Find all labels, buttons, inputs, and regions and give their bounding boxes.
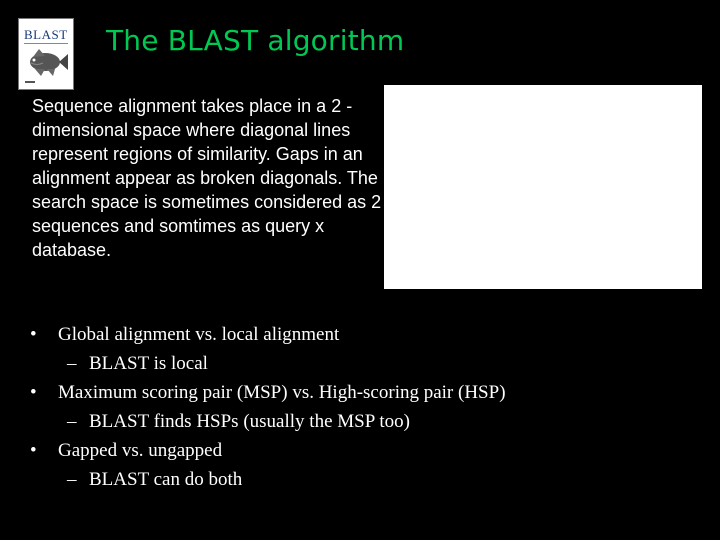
- bullet-marker: •: [30, 382, 37, 403]
- fish-icon: [30, 49, 68, 76]
- sub-bullet-marker: –: [67, 469, 77, 490]
- logo-text: BLAST: [24, 27, 68, 42]
- bullet-item: • Global alignment vs. local alignment: [30, 320, 700, 349]
- bullet-marker: •: [30, 440, 37, 461]
- bullet-text: Global alignment vs. local alignment: [58, 324, 340, 345]
- logo-rule: [24, 43, 68, 44]
- sub-bullet-item: – BLAST is local: [30, 349, 700, 378]
- sub-bullet-item: – BLAST can do both: [30, 465, 700, 494]
- logo-footer-mark: [25, 81, 35, 83]
- bullet-item: • Gapped vs. ungapped: [30, 436, 700, 465]
- sub-bullet-item: – BLAST finds HSPs (usually the MSP too): [30, 407, 700, 436]
- sub-bullet-marker: –: [67, 411, 77, 432]
- bullet-text: Gapped vs. ungapped: [58, 440, 223, 461]
- bullet-text: Maximum scoring pair (MSP) vs. High-scor…: [58, 382, 506, 403]
- sub-bullet-marker: –: [67, 353, 77, 374]
- bullet-item: • Maximum scoring pair (MSP) vs. High-sc…: [30, 378, 700, 407]
- sub-bullet-text: BLAST finds HSPs (usually the MSP too): [89, 411, 410, 432]
- slide-title: The BLAST algorithm: [106, 24, 405, 57]
- sub-bullet-text: BLAST is local: [89, 353, 208, 374]
- diagram-placeholder: [384, 85, 702, 289]
- intro-paragraph: Sequence alignment takes place in a 2 -d…: [32, 96, 382, 260]
- blast-book-cover-icon: BLAST: [18, 18, 74, 90]
- bullet-list: • Global alignment vs. local alignment –…: [30, 320, 700, 494]
- sub-bullet-text: BLAST can do both: [89, 469, 243, 490]
- bullet-marker: •: [30, 324, 37, 345]
